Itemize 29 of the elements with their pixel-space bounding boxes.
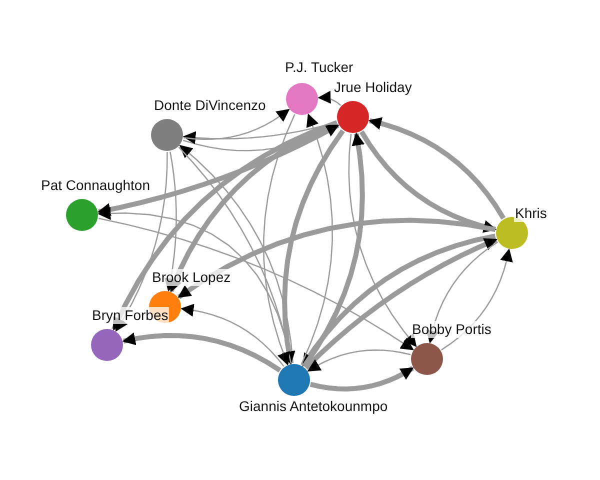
pass-arrow xyxy=(98,218,414,350)
pass-arrow xyxy=(307,349,411,372)
pass-arrow xyxy=(98,206,292,364)
pass-arrow xyxy=(97,123,340,216)
pass-arrow xyxy=(368,117,506,220)
pass-arrow xyxy=(348,134,417,348)
player-name: Brook Lopez xyxy=(151,269,232,286)
pass-arrow xyxy=(182,121,337,144)
player-name: Jrue Holiday xyxy=(333,79,413,96)
pass-arrow xyxy=(112,120,338,331)
pass-arrow xyxy=(116,152,168,332)
player-name: Bobby Portis xyxy=(411,321,492,338)
player-name: Pat Connaughton xyxy=(40,177,151,194)
pass-arrow xyxy=(318,90,342,106)
pass-arrow xyxy=(282,129,345,365)
player-name: Khris xyxy=(514,205,548,222)
pass-arrow xyxy=(164,152,178,292)
pass-arrow xyxy=(263,114,296,366)
pass-arrow xyxy=(310,366,414,392)
pass-arrow xyxy=(182,124,340,152)
pass-arrow xyxy=(300,114,333,365)
player-name: Bryn Forbes xyxy=(91,307,170,324)
pass-arrow xyxy=(180,304,284,367)
pass-arrow xyxy=(177,218,496,300)
pass-arrow xyxy=(359,130,497,233)
pass-arrow xyxy=(168,120,338,292)
pass-arrow xyxy=(122,332,282,373)
player-name: Giannis Antetokounmpo xyxy=(238,398,389,415)
pass-arrow xyxy=(302,132,365,368)
